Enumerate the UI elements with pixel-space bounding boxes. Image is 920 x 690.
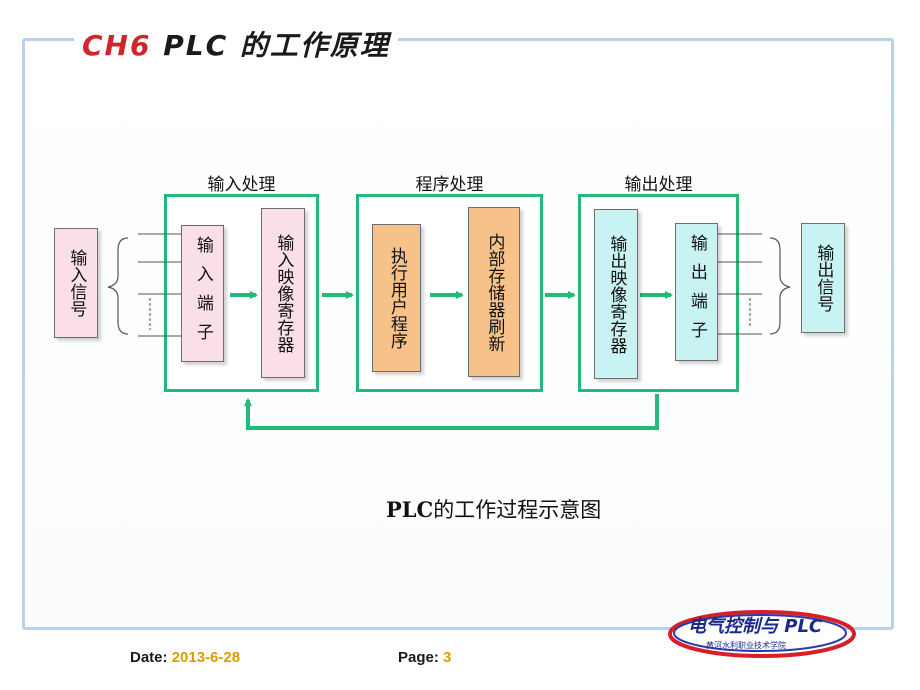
- diagram-caption: PLC的工作过程示意图: [386, 494, 601, 524]
- feedback-loop-arrow: [244, 394, 659, 430]
- logo-main-text: 电气控制与 PLC: [688, 616, 823, 637]
- output-wires: [718, 233, 762, 335]
- footer-date: Date: 2013-6-28: [130, 649, 240, 666]
- input-image-register-block: 输入映像寄存器: [261, 208, 305, 378]
- input-signal-text: 输入信号: [66, 249, 87, 317]
- execute-user-program-block: 执行用户程序: [372, 224, 421, 372]
- output-processing-label: 输出处理: [624, 175, 693, 195]
- input-terminal-block: 输入端子: [181, 225, 224, 362]
- footer-date-value: 2013-6-28: [171, 649, 241, 666]
- input-brace: [107, 237, 129, 335]
- input-wires: [138, 233, 181, 337]
- output-image-register-text: 输出映像寄存器: [606, 234, 627, 354]
- output-brace: [769, 237, 791, 335]
- input-processing-label: 输入处理: [207, 175, 276, 195]
- internal-memory-refresh-block: 内部存储器刷新: [468, 207, 520, 377]
- footer-page: Page: 3: [398, 649, 451, 666]
- slide-title-text: PLC 的工作原理: [151, 29, 390, 62]
- caption-text: 的工作过程示意图: [433, 498, 602, 522]
- output-terminal-text: 输出端子: [686, 234, 707, 350]
- output-signal-text: 输出信号: [813, 244, 834, 312]
- logo-sub-text: 黄河水利职业技术学院: [706, 641, 786, 650]
- input-image-register-text: 输入映像寄存器: [273, 233, 294, 353]
- footer-page-label: Page:: [398, 649, 439, 666]
- college-logo: 电气控制与 PLC 黄河水利职业技术学院: [664, 606, 860, 662]
- input-signal-block: 输入信号: [54, 228, 98, 338]
- internal-memory-refresh-text: 内部存储器刷新: [484, 232, 505, 352]
- caption-plc: PLC: [386, 497, 434, 522]
- logo-swoosh: [668, 610, 856, 658]
- footer-page-value: 3: [443, 649, 452, 666]
- slide-title: CH6 PLC 的工作原理: [74, 22, 398, 66]
- input-terminal-text: 输入端子: [192, 235, 213, 352]
- program-processing-label: 程序处理: [415, 175, 484, 195]
- slide-title-chapter: CH6: [82, 29, 152, 62]
- footer-date-label: Date:: [130, 649, 168, 666]
- output-terminal-block: 输出端子: [675, 223, 718, 361]
- output-image-register-block: 输出映像寄存器: [594, 209, 638, 379]
- execute-user-program-text: 执行用户程序: [386, 247, 407, 349]
- output-signal-block: 输出信号: [801, 223, 845, 333]
